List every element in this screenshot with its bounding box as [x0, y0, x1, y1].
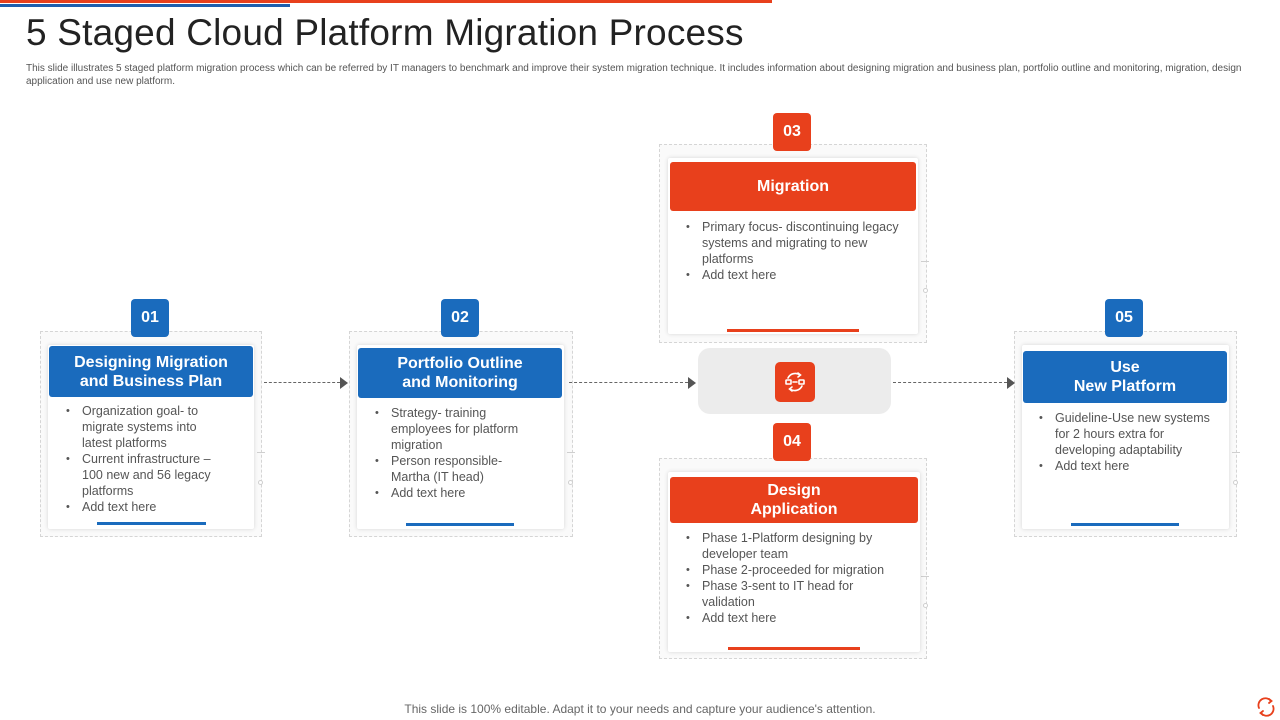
bullet-item: Guideline-Use new systems for 2 hours ex… [1035, 410, 1215, 458]
card-underline [1071, 523, 1179, 526]
bullet-item: Current infrastructure – 100 new and 56 … [62, 451, 227, 499]
stage-title: Portfolio Outline and Monitoring [358, 348, 562, 398]
slide-footer: This slide is 100% editable. Adapt it to… [404, 702, 876, 716]
card-side-dot [923, 288, 928, 293]
card-side-dot [258, 480, 263, 485]
card-side-dot [568, 480, 573, 485]
card-underline [406, 523, 514, 526]
bullet-item: Add text here [371, 485, 541, 501]
stage-bullet-list: Primary focus- discontinuing legacy syst… [682, 219, 900, 283]
bullet-item: Add text here [682, 610, 900, 626]
bullet-item: Person responsible- Martha (IT head) [371, 453, 541, 485]
slide-subtitle: This slide illustrates 5 staged platform… [26, 63, 1242, 87]
stage-bullet-list: Organization goal- to migrate systems in… [62, 403, 227, 515]
bullet-item: Add text here [1035, 458, 1215, 474]
top-accent-bar-blue [0, 4, 290, 7]
stage-number-badge: 03 [773, 113, 811, 151]
top-accent-bar-red [0, 0, 772, 3]
stage-title: Migration [670, 162, 916, 211]
bullet-item: Strategy- training employees for platfor… [371, 405, 541, 453]
stage-number-badge: 05 [1105, 299, 1143, 337]
stage-number-badge: 01 [131, 299, 169, 337]
card-side-tick [921, 576, 929, 577]
card-side-tick [257, 452, 265, 453]
arrow-head-icon [688, 377, 696, 389]
card-underline [728, 647, 860, 650]
bullet-item: Primary focus- discontinuing legacy syst… [682, 219, 900, 267]
stage-bullet-list: Guideline-Use new systems for 2 hours ex… [1035, 410, 1215, 474]
connector-line-2-hub [569, 382, 688, 383]
connector-line-hub-5 [893, 382, 1007, 383]
stage-title: Use New Platform [1023, 351, 1227, 403]
stage-title: Design Application [670, 477, 918, 523]
bullet-item: Phase 2-proceeded for migration [682, 562, 900, 578]
card-side-dot [1233, 480, 1238, 485]
stage-bullet-list: Phase 1-Platform designing by developer … [682, 530, 900, 626]
card-side-tick [567, 452, 575, 453]
stage-bullet-list: Strategy- training employees for platfor… [371, 405, 541, 501]
migration-arrows-icon [785, 372, 805, 392]
card-side-tick [921, 261, 929, 262]
card-underline [97, 522, 206, 525]
card-underline [727, 329, 859, 332]
stage-number-badge: 04 [773, 423, 811, 461]
bullet-item: Add text here [682, 267, 900, 283]
stage-title: Designing Migration and Business Plan [49, 346, 253, 397]
bullet-item: Phase 1-Platform designing by developer … [682, 530, 900, 562]
bullet-item: Organization goal- to migrate systems in… [62, 403, 227, 451]
card-side-tick [1232, 452, 1240, 453]
stage-number-badge: 02 [441, 299, 479, 337]
cloud-migration-icon [775, 362, 815, 402]
connector-line-1-2 [264, 382, 340, 383]
card-side-dot [923, 603, 928, 608]
arrow-head-icon [1007, 377, 1015, 389]
bullet-item: Add text here [62, 499, 227, 515]
bullet-item: Phase 3-sent to IT head for validation [682, 578, 900, 610]
slide-title: 5 Staged Cloud Platform Migration Proces… [26, 12, 744, 53]
refresh-icon [1257, 697, 1275, 717]
arrow-head-icon [340, 377, 348, 389]
